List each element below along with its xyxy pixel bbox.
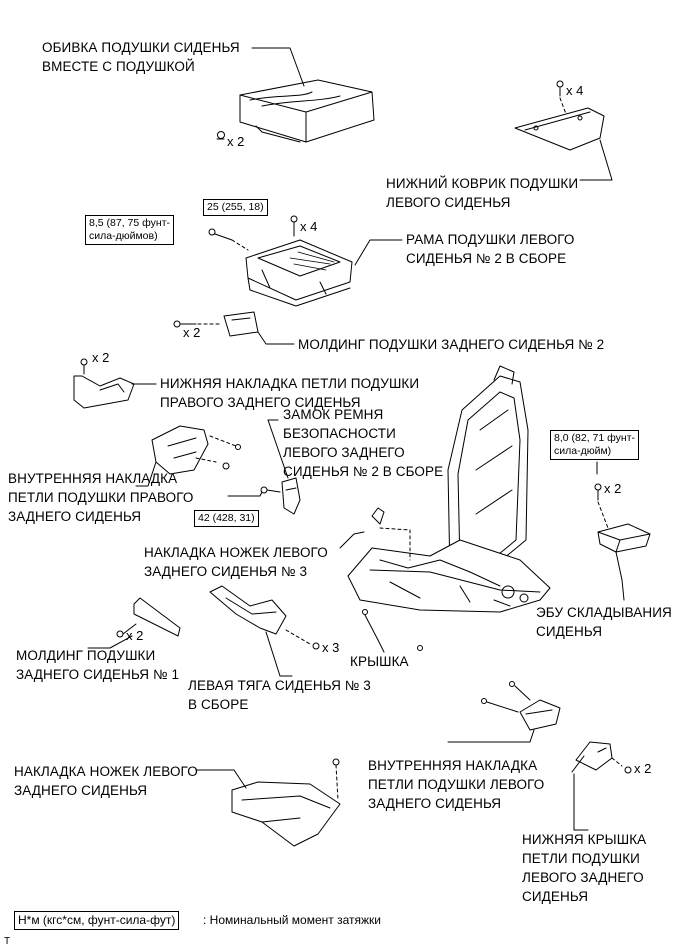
cushion-cover-part [239, 79, 375, 143]
leg-cover-part [231, 781, 341, 847]
left-inner-hinge-cover-part [519, 699, 561, 731]
qty-cushion-clip: x 2 [227, 134, 245, 149]
buckle-part [281, 477, 301, 515]
frame-bolt-icon [290, 215, 298, 237]
left-lower-hinge-cover-part [571, 741, 613, 773]
link-bolt-icon [312, 642, 320, 650]
molding-no2-part [223, 311, 259, 337]
label-leg-cover: НАКЛАДКА НОЖЕК ЛЕВОГО ЗАДНЕГО СИДЕНЬЯ [14, 764, 198, 798]
left-inner-clip-icon [509, 681, 531, 701]
legend-unit-box: Н*м (кгс*см, фунт-сила-фут) [14, 911, 180, 930]
buckle-bolt-icon [260, 486, 281, 494]
label-cushion-cover: ОБИВКА ПОДУШКИ СИДЕНЬЯ ВМЕСТЕ С ПОДУШКОЙ [42, 40, 240, 74]
label-frame: РАМА ПОДУШКИ ЛЕВОГО СИДЕНЬЯ № 2 В СБОРЕ [406, 232, 575, 266]
small-bolt-icon [208, 228, 233, 241]
label-buckle: ЗАМОК РЕМНЯ БЕЗОПАСНОСТИ ЛЕВОГО ЗАДНЕГО … [283, 407, 444, 479]
seatback-part [447, 365, 529, 579]
label-link-no3: ЛЕВАЯ ТЯГА СИДЕНЬЯ № 3 В СБОРЕ [188, 678, 371, 712]
qty-right-lower-bolt: x 2 [92, 350, 110, 365]
ecu-nut-icon [594, 483, 602, 501]
cushion-frame-part [245, 239, 353, 307]
label-molding-no1: МОЛДИНГ ПОДУШКИ ЗАДНЕГО СИДЕНЬЯ № 1 [16, 648, 180, 682]
left-inner-clip2-icon [481, 698, 519, 713]
right-inner-hinge-cover-part [151, 425, 209, 475]
right-lower-hinge-cover-part [73, 375, 135, 409]
leg-cover-clip-icon [332, 758, 340, 801]
cover-clip-icon [362, 609, 379, 641]
qty-ecu-nut: x 2 [604, 481, 622, 496]
label-lower-mat: НИЖНИЙ КОВРИК ПОДУШКИ ЛЕВОГО СИДЕНЬЯ [386, 176, 579, 210]
molding1-clip-icon [116, 623, 137, 638]
qty-molding2-screw: x 2 [183, 325, 201, 340]
cushion-clip-icon [216, 131, 225, 140]
label-ecu: ЭБУ СКЛАДЫВАНИЯ СИДЕНЬЯ [536, 605, 672, 639]
torque-buckle: 42 (428, 31) [194, 510, 259, 527]
torque-ecu: 8,0 (82, 71 фунт- сила-дюйм) [550, 430, 639, 460]
legend-text: : Номинальный момент затяжки [203, 913, 381, 927]
label-left-lower-hinge-cover: НИЖНЯЯ КРЫШКА ПЕТЛИ ПОДУШКИ ЛЕВОГО ЗАДНЕ… [522, 832, 647, 904]
qty-left-lower-clip: x 2 [634, 761, 652, 776]
qty-molding1-clip: x 2 [126, 628, 144, 643]
right-lower-bolt-icon [80, 358, 88, 375]
label-right-lower-hinge-cover: НИЖНЯЯ НАКЛАДКА ПЕТЛИ ПОДУШКИ ПРАВОГО ЗА… [160, 376, 420, 410]
torque-frame-bolt: 25 (255, 18) [203, 199, 268, 216]
seat-frame-part [347, 507, 551, 613]
corner-mark: T [4, 936, 11, 947]
qty-link-bolt: x 3 [322, 640, 340, 655]
left-lower-clip-icon [624, 766, 632, 774]
label-right-inner-hinge-cover: ВНУТРЕННЯЯ НАКЛАДКА ПЕТЛИ ПОДУШКИ ПРАВОГ… [8, 471, 194, 524]
link-no3-part [209, 585, 287, 635]
inner-right-bolt-icon [235, 444, 241, 450]
molding-no1-part [133, 597, 181, 637]
lower-mat-part [514, 107, 605, 151]
ecu-part [597, 523, 651, 553]
label-left-inner-hinge-cover: ВНУТРЕННЯЯ НАКЛАДКА ПЕТЛИ ПОДУШКИ ЛЕВОГО… [368, 758, 545, 811]
label-cover: КРЫШКА [350, 654, 409, 669]
molding2-screw-icon [173, 320, 197, 328]
inner-right-clip-icon [222, 462, 230, 470]
qty-mat-clip: x 4 [566, 83, 584, 98]
label-leg-cover-no3: НАКЛАДКА НОЖЕК ЛЕВОГО ЗАДНЕГО СИДЕНЬЯ № … [144, 545, 328, 579]
cover-screw-icon [417, 645, 423, 651]
torque-small-bolt: 8,5 (87, 75 фунт- сила-дюймов) [85, 215, 174, 245]
label-molding-no2: МОЛДИНГ ПОДУШКИ ЗАДНЕГО СИДЕНЬЯ № 2 [298, 337, 605, 352]
mat-clip-icon [556, 80, 564, 97]
qty-frame-bolt: x 4 [300, 219, 318, 234]
